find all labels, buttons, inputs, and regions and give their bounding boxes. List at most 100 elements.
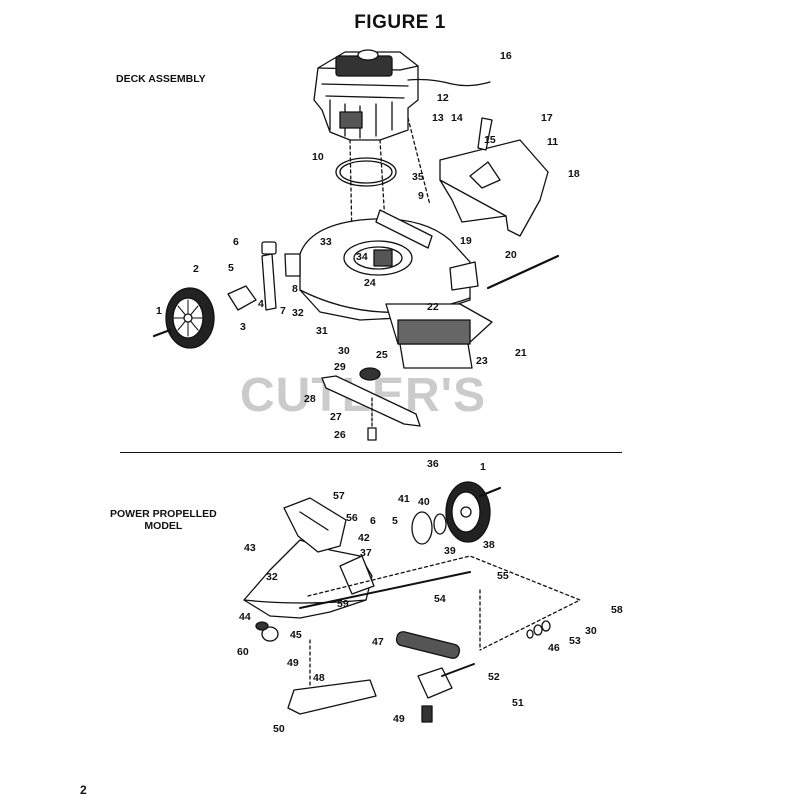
power-callout-49: 49: [393, 713, 405, 725]
deck-callout-19: 19: [460, 235, 472, 247]
drive-spring: [395, 631, 461, 659]
power-callout-51: 51: [512, 697, 524, 709]
power-callout-48: 48: [313, 672, 325, 684]
deck-callout-7: 7: [280, 305, 286, 317]
drive-cover-plate: [287, 679, 377, 715]
section-divider: [120, 452, 622, 453]
wheel-bolt: [152, 328, 172, 338]
deck-callout-12: 12: [437, 92, 449, 104]
deck-housing: [284, 209, 479, 321]
washer-46: [526, 629, 534, 639]
power-propelled-line2: MODEL: [144, 520, 183, 532]
rear-trailing-plate: [385, 303, 493, 369]
deck-callout-15: 15: [484, 134, 496, 146]
power-callout-32: 32: [266, 571, 278, 583]
deck-callout-23: 23: [476, 355, 488, 367]
deck-callout-10: 10: [312, 151, 324, 163]
deck-callout-24: 24: [364, 277, 376, 289]
drive-gear: [411, 511, 433, 545]
deck-callout-4: 4: [258, 298, 264, 310]
drive-shroud: [283, 497, 347, 553]
deck-callout-32: 32: [292, 307, 304, 319]
blade-bolt: [367, 427, 377, 441]
power-callout-5: 5: [392, 515, 398, 527]
engine-illustration: [313, 49, 491, 141]
washer-45: [533, 624, 543, 636]
baffle-part: [373, 249, 393, 267]
deck-callout-17: 17: [541, 112, 553, 124]
deck-callout-5: 5: [228, 262, 234, 274]
power-callout-41: 41: [398, 493, 410, 505]
power-callout-37: 37: [360, 547, 372, 559]
power-callout-52: 52: [488, 671, 500, 683]
power-callout-58: 58: [611, 604, 623, 616]
deck-callout-6: 6: [233, 236, 239, 248]
figure-title: FIGURE 1: [354, 12, 446, 33]
drive-wheel: [445, 481, 491, 543]
page-number: 2: [80, 783, 87, 797]
drive-wheel-bolt: [478, 486, 502, 498]
power-propelled-line1: POWER PROPELLED: [110, 508, 217, 520]
gearbox-shaft: [441, 663, 475, 677]
deck-callout-33: 33: [320, 236, 332, 248]
power-propelled-label: POWER PROPELLED MODEL: [110, 508, 217, 532]
power-callout-53: 53: [569, 635, 581, 647]
gasket-ring: [335, 157, 397, 187]
rear-rod: [486, 254, 560, 290]
drive-axle: [299, 571, 471, 609]
washer-44: [541, 620, 551, 632]
height-adjuster: [261, 253, 277, 311]
deck-callout-14: 14: [451, 112, 463, 124]
deck-callout-11: 11: [547, 136, 558, 148]
cutting-blade: [321, 375, 421, 427]
drive-bracket: [339, 555, 375, 595]
power-callout-42: 42: [358, 532, 370, 544]
power-callout-38: 38: [483, 539, 495, 551]
deck-callout-3: 3: [240, 321, 246, 333]
power-callout-59: 59: [337, 598, 349, 610]
power-callout-43: 43: [244, 542, 256, 554]
deck-callout-16: 16: [500, 50, 512, 62]
power-callout-56: 56: [346, 512, 358, 524]
power-callout-1: 1: [480, 461, 486, 473]
deck-callout-13: 13: [432, 112, 444, 124]
deck-callout-25: 25: [376, 349, 388, 361]
power-callout-39: 39: [444, 545, 456, 557]
power-callout-6: 6: [370, 515, 376, 527]
deck-callout-9: 9: [418, 190, 424, 202]
deck-callout-2: 2: [193, 263, 199, 275]
deck-callout-35: 35: [412, 171, 424, 183]
gasket-ring-inner: [339, 160, 393, 184]
power-callout-55: 55: [497, 570, 509, 582]
rear-shield: [439, 139, 549, 237]
power-callout-57: 57: [333, 490, 345, 502]
cap-part: [261, 241, 277, 255]
hinge-rod: [477, 117, 493, 151]
power-callout-45: 45: [290, 629, 302, 641]
power-callout-40: 40: [418, 496, 430, 508]
gearbox: [417, 667, 453, 699]
power-callout-47: 47: [372, 636, 384, 648]
deck-callout-34: 34: [356, 251, 368, 263]
deck-callout-18: 18: [568, 168, 580, 180]
deck-callout-22: 22: [427, 301, 439, 313]
bushing-cap: [255, 621, 269, 631]
wheel-bracket: [227, 285, 257, 311]
deck-callout-28: 28: [304, 393, 316, 405]
deck-callout-29: 29: [334, 361, 346, 373]
power-callout-49: 49: [287, 657, 299, 669]
deck-assembly-label: DECK ASSEMBLY: [116, 73, 206, 85]
deck-callout-31: 31: [316, 325, 328, 337]
power-callout-36: 36: [427, 458, 439, 470]
deck-callout-27: 27: [330, 411, 342, 423]
power-callout-50: 50: [273, 723, 285, 735]
front-wheel: [165, 287, 215, 349]
blade-adapter: [359, 367, 381, 381]
deck-callout-30: 30: [338, 345, 350, 357]
deck-callout-26: 26: [334, 429, 346, 441]
power-deck-housing: [243, 539, 373, 619]
deck-callout-8: 8: [292, 283, 298, 295]
